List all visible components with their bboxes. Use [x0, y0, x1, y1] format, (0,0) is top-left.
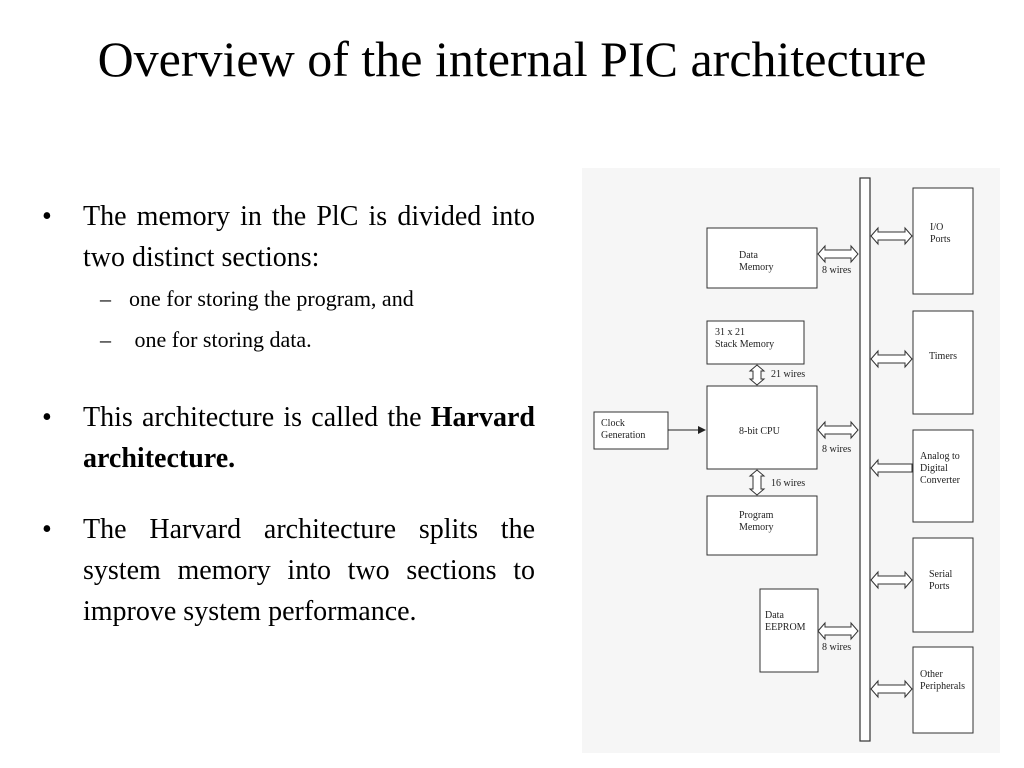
- timers-bus-arrow: [870, 349, 913, 369]
- bullet-dot: •: [42, 514, 52, 545]
- cpu-program-arrow: [748, 469, 766, 496]
- cpu-box: [706, 385, 818, 470]
- timers-label: Timers: [929, 351, 957, 362]
- sub-bullet-item: – one for storing the program, and: [40, 278, 535, 319]
- io-ports-box: [912, 187, 974, 295]
- bullet-list: • The memory in the PlC is divided into …: [40, 196, 535, 632]
- bullet-item: • This architecture is called the Harvar…: [40, 397, 535, 479]
- other-peripherals-bus-arrow: [870, 679, 913, 699]
- system-bus: [859, 177, 871, 742]
- cpu-label: 8-bit CPU: [739, 426, 781, 437]
- serial-ports-box: [912, 537, 974, 633]
- sub-bullet-text: one for storing data.: [129, 327, 312, 352]
- wire-label-program: 16 wires: [771, 478, 805, 489]
- bullet-text: The Harvard architecture splits the syst…: [83, 514, 535, 627]
- sub-bullet-item: – one for storing data.: [40, 319, 535, 360]
- stack-memory-box: [706, 320, 805, 365]
- data-eeprom-box: [759, 588, 819, 673]
- slide-title: Overview of the internal PIC architectur…: [97, 31, 927, 87]
- bullet-dot: •: [42, 201, 52, 232]
- sub-bullet-text: one for storing the program, and: [129, 286, 414, 311]
- adc-box: [912, 429, 974, 523]
- data-memory-bus-arrow: [817, 244, 859, 264]
- bullet-bold-text: Harvard architecture.: [83, 402, 535, 474]
- bullet-text: This architecture is called the: [83, 402, 431, 433]
- data-memory-box: [706, 227, 818, 289]
- eeprom-bus-arrow: [817, 621, 859, 641]
- adc-bus-arrow: [870, 458, 913, 478]
- wire-label-eeprom: 8 wires: [822, 642, 851, 653]
- serial-ports-bus-arrow: [870, 570, 913, 590]
- wire-label-stack: 21 wires: [771, 369, 805, 380]
- bullet-item: • The memory in the PlC is divided into …: [40, 196, 535, 278]
- dash-marker: –: [100, 327, 111, 352]
- dash-marker: –: [100, 286, 111, 311]
- bullet-dot: •: [42, 402, 52, 433]
- clock-generation-box: [593, 411, 669, 450]
- cpu-bus-arrow: [817, 420, 859, 440]
- bullet-text: The memory in the PlC is divided into tw…: [83, 201, 535, 273]
- wire-label-cpu: 8 wires: [822, 444, 851, 455]
- stack-cpu-arrow: [748, 364, 766, 386]
- timers-box: [912, 310, 974, 415]
- bullet-item: • The Harvard architecture splits the sy…: [40, 509, 535, 632]
- wire-label-data-memory: 8 wires: [822, 265, 851, 276]
- other-peripherals-box: [912, 646, 974, 734]
- program-memory-box: [706, 495, 818, 556]
- io-ports-bus-arrow: [870, 226, 913, 246]
